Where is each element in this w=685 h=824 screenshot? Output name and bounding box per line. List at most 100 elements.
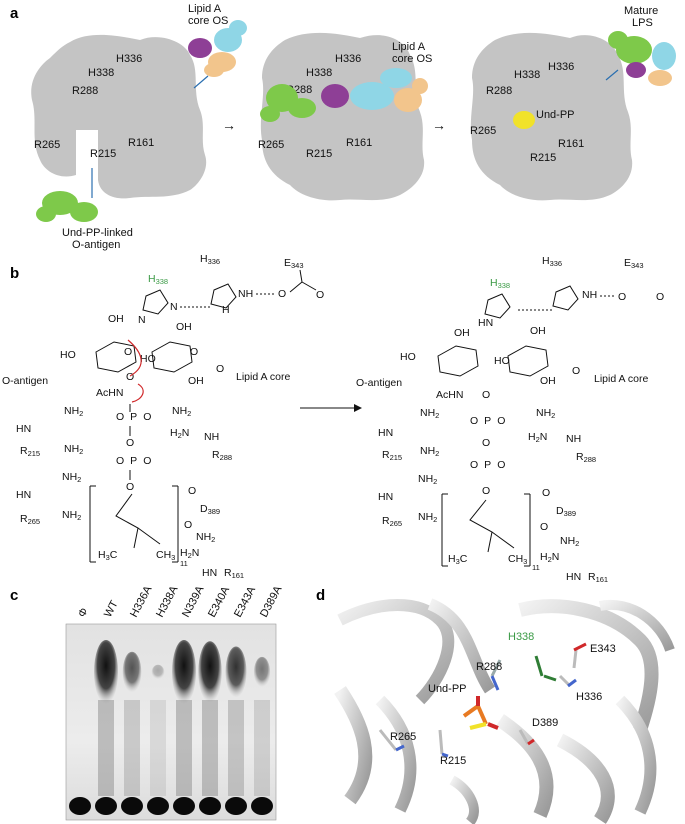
repeat-11-left: 11 xyxy=(180,559,188,568)
r161-lbl: R161 xyxy=(224,567,244,580)
gel-bottom-band xyxy=(147,797,169,815)
lipid-a-right: Lipid A core xyxy=(594,373,648,385)
res-r161: R161 xyxy=(128,137,154,149)
lipid-a-core-os-surface xyxy=(188,20,247,77)
nh-right: NH xyxy=(582,289,597,301)
arrow-right: → xyxy=(222,117,236,133)
r265-lbl: R265 xyxy=(20,513,40,526)
o-link-right: O xyxy=(572,365,580,377)
r215-right-a: NH2 xyxy=(420,407,439,420)
h-label: H xyxy=(222,304,230,316)
r215-right-lbl: R215 xyxy=(382,449,402,462)
o-right: O xyxy=(618,291,626,303)
scheme-left: H338 N N H336 H NH O E343 O HO OH O HO O… xyxy=(2,253,324,580)
gel-ladder-smear xyxy=(228,700,244,796)
res-h336: H336 xyxy=(548,61,574,73)
d-r215: R215 xyxy=(440,755,466,767)
gel-bottom-band xyxy=(173,797,195,815)
d-undpp: Und-PP xyxy=(428,683,467,695)
gel-ladder-smear xyxy=(150,700,166,796)
panel-d-label: d xyxy=(316,587,325,604)
mature-lps-surface xyxy=(608,31,676,86)
r215-nh2a: NH2 xyxy=(64,405,83,418)
arrow-line xyxy=(193,75,209,89)
res-r215: R215 xyxy=(90,148,116,160)
gel-ladder-smear xyxy=(124,700,140,796)
ho1: HO xyxy=(60,349,76,361)
gel-lps-band xyxy=(122,651,142,693)
panel-a-frame-2: H336 H338 R288 R265 R215 R161 Lipid A co… xyxy=(258,32,432,201)
res-h338: H338 xyxy=(514,69,540,81)
o-minus: O xyxy=(278,288,286,300)
bound-ligand-surface xyxy=(260,68,428,122)
o-antigen-left: O-antigen xyxy=(2,375,48,387)
achn-right: AcHN xyxy=(436,389,463,401)
panel-c-label: c xyxy=(10,587,18,604)
gel-bottom-band xyxy=(69,797,91,815)
d389-o: O xyxy=(188,485,196,497)
nh2-label: NH xyxy=(238,288,253,300)
d-h336: H336 xyxy=(576,691,602,703)
r215-nh2b: NH2 xyxy=(64,443,83,456)
r288-right-lbl: R288 xyxy=(576,451,596,464)
o-dbl-right: O xyxy=(656,291,664,303)
achn-left: AcHN xyxy=(96,387,123,399)
r288-right-nh: NH xyxy=(566,433,581,445)
r161-right-h2n: H2N xyxy=(540,551,559,564)
o-bridge: O xyxy=(126,371,134,383)
r265-nh2b: NH2 xyxy=(62,509,81,522)
res-h336: H336 xyxy=(116,53,142,65)
o-low: O xyxy=(126,481,134,493)
gel-lanes xyxy=(69,640,273,815)
o-ring2: O xyxy=(190,346,198,358)
glu343-label: E343 xyxy=(284,257,304,270)
protein-surface xyxy=(31,34,207,199)
o-antigen-right: O-antigen xyxy=(356,377,402,389)
gel-bottom-band xyxy=(121,797,143,815)
res-r215: R215 xyxy=(530,152,556,164)
o-dbl: O xyxy=(316,289,324,301)
und-pp-linked-label-1: Und-PP-linked xyxy=(62,227,133,239)
r161-right-hn: HN xyxy=(566,571,581,583)
ligand-label-line2: core OS xyxy=(392,53,432,65)
r161-hn: HN xyxy=(202,567,217,579)
r215: HN xyxy=(16,423,31,435)
ch3-right: CH3 xyxy=(508,553,527,566)
r265: HN xyxy=(16,489,31,501)
r265-right-lbl: R265 xyxy=(382,515,402,528)
res-r161: R161 xyxy=(558,138,584,150)
his338-right: H338 xyxy=(490,277,510,290)
ho-right2: HO xyxy=(494,355,510,367)
his336-label: H336 xyxy=(200,253,220,266)
gel-bottom-band xyxy=(251,797,273,815)
r288-nh2a: NH2 xyxy=(172,405,191,418)
gel-bottom-band xyxy=(225,797,247,815)
oh-right1: OH xyxy=(454,327,470,339)
res-r288: R288 xyxy=(72,85,98,97)
hn-right: HN xyxy=(478,317,493,329)
gel-bottom-band xyxy=(95,797,117,815)
r265-right: HN xyxy=(378,491,393,503)
d389-om: O xyxy=(184,519,192,531)
o-mid-right: O xyxy=(482,437,490,449)
oh2: OH xyxy=(176,321,192,333)
gel-lps-band xyxy=(172,640,196,704)
ho2: HO xyxy=(140,353,156,365)
r288-lbl: R288 xyxy=(212,449,232,462)
res-r215: R215 xyxy=(306,148,332,160)
r265-nh2a: NH2 xyxy=(62,471,81,484)
r161-right-a: NH2 xyxy=(560,535,579,548)
ch3: CH3 xyxy=(156,549,175,562)
r288-right-b: H2N xyxy=(528,431,547,444)
res-r288: R288 xyxy=(486,85,512,97)
d389-right-lbl: D389 xyxy=(556,505,576,518)
his338-label: H338 xyxy=(148,273,168,286)
panel-b-label: b xyxy=(10,265,19,282)
res-h336: H336 xyxy=(335,53,361,65)
o-mid: O xyxy=(126,437,134,449)
panel-a-frame-1: H336 H338 R288 R265 R215 R161 Lipid A co… xyxy=(31,3,247,251)
